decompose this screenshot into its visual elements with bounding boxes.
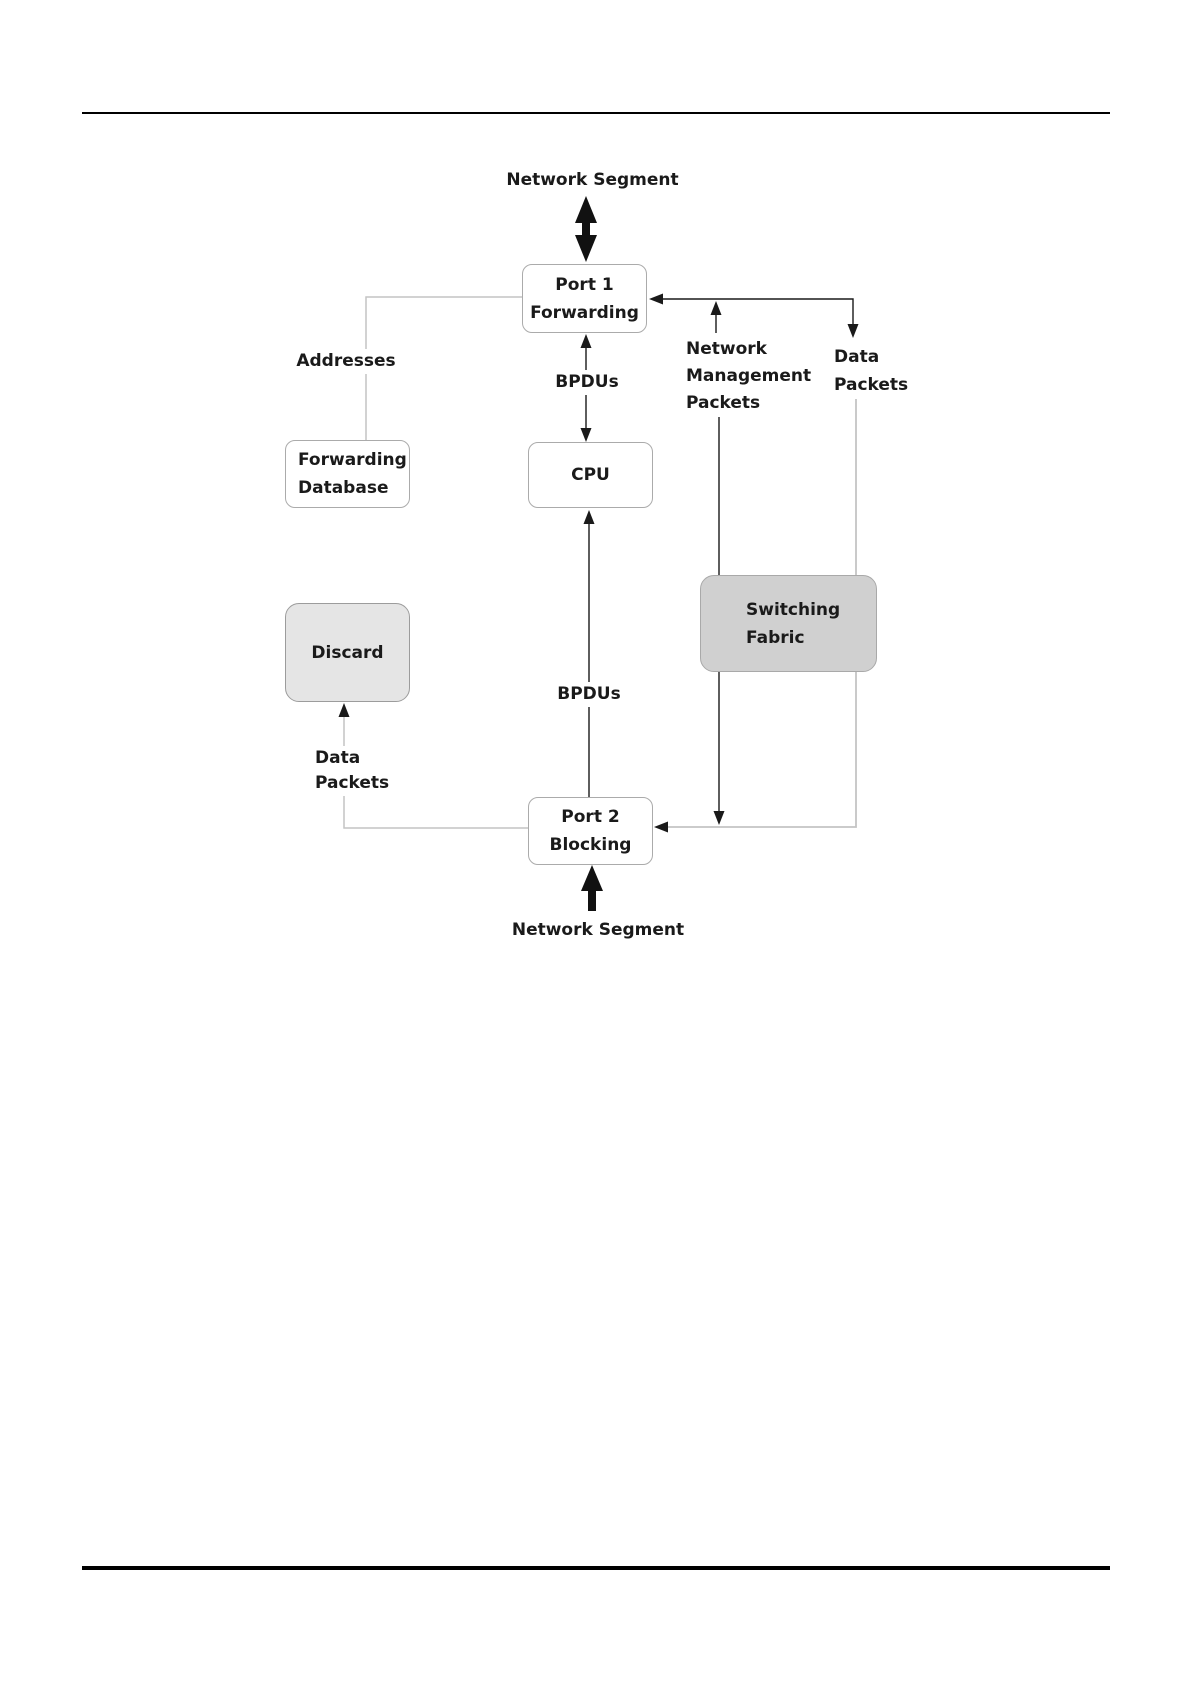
node-label-line: Fabric: [746, 627, 805, 648]
node-label-line: Switching: [746, 599, 841, 620]
node-label-line: Discard: [311, 642, 384, 663]
bpdus-lower-arrow: [583, 510, 595, 797]
label-line: Data: [315, 748, 361, 768]
node-label-line: Forwarding: [298, 450, 407, 470]
node-label-line: CPU: [571, 465, 610, 485]
node-forwarding-database: Forwarding Database: [285, 440, 410, 508]
top-rule: [82, 112, 1110, 114]
label-data-packets-right: Data Packets: [834, 343, 909, 399]
node-label-line: Blocking: [549, 835, 632, 855]
node-label-line: Port 1: [555, 274, 614, 295]
node-label-line: Database: [298, 478, 389, 498]
label-bpdus-upper: BPDUs: [552, 370, 622, 395]
label-line: Packets: [686, 393, 761, 413]
label-line: Data: [834, 347, 880, 367]
node-label-line: Forwarding: [530, 302, 639, 323]
node-discard: Discard: [285, 603, 410, 702]
label-bpdus-lower: BPDUs: [554, 682, 624, 707]
node-port1: Port 1 Forwarding: [522, 264, 647, 333]
label-data-packets-left: Data Packets: [315, 746, 393, 796]
data-packets-right-connector: [654, 398, 857, 833]
label-line: Packets: [834, 375, 909, 395]
node-cpu: CPU: [528, 442, 653, 508]
node-port2: Port 2 Blocking: [528, 797, 653, 865]
label-line: Packets: [315, 773, 390, 793]
network-segment-bottom-arrow: [581, 865, 603, 911]
label-line: Network: [686, 339, 767, 359]
label-addresses: Addresses: [294, 349, 398, 374]
addresses-connector: [365, 296, 522, 441]
label-network-segment-bottom: Network Segment: [511, 920, 685, 940]
label-network-segment-top: Network Segment: [506, 170, 679, 190]
node-label-line: Port 2: [561, 807, 620, 827]
label-network-management-packets: Network Management Packets: [686, 336, 812, 417]
nmp-up-arrow: [710, 301, 722, 333]
port1-inbound-connector: [649, 293, 859, 338]
bottom-rule: [82, 1566, 1110, 1570]
network-segment-top-arrow: [575, 196, 597, 262]
label-line: Management: [686, 366, 812, 386]
node-switching-fabric: Switching Fabric: [700, 575, 877, 672]
